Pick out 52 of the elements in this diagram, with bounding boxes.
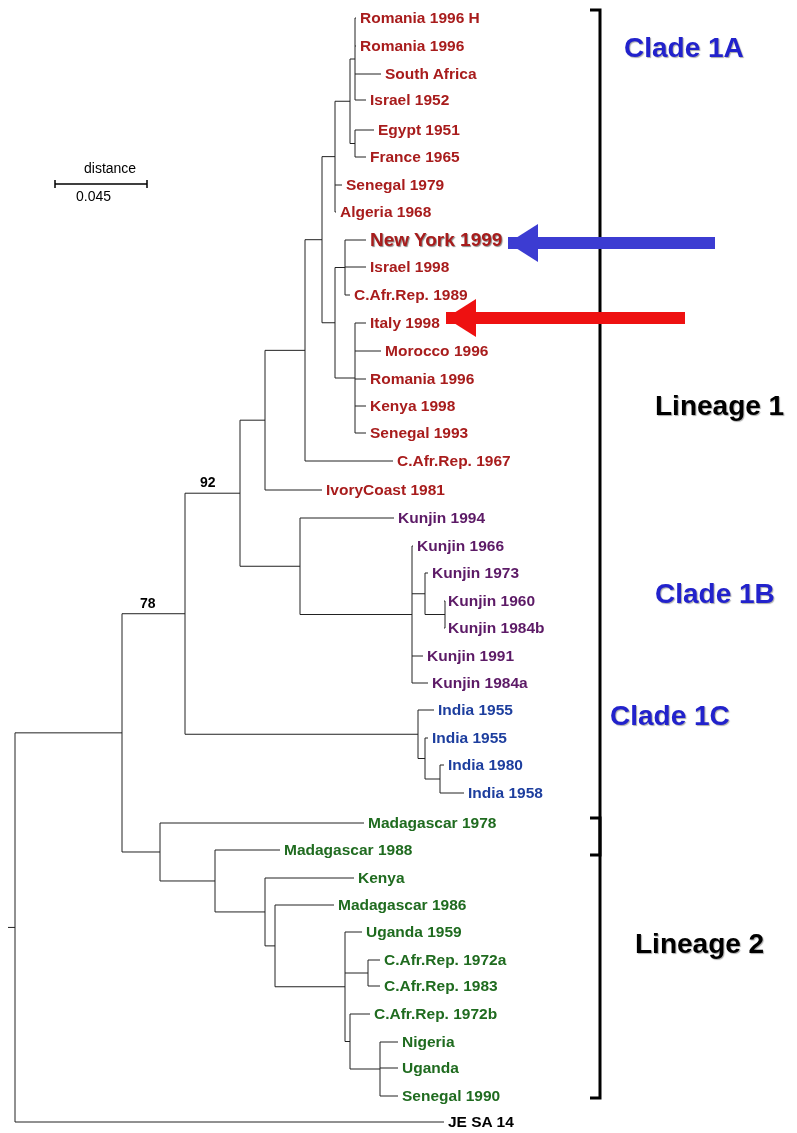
- taxon-label: C.Afr.Rep. 1983: [384, 976, 498, 996]
- taxon-label: Madagascar 1978: [368, 813, 497, 833]
- taxon-label: India 1955: [438, 700, 513, 720]
- taxon-label: France 1965: [370, 147, 460, 167]
- taxon-label: Uganda 1959: [366, 922, 462, 942]
- taxon-label: C.Afr.Rep. 1972a: [384, 950, 507, 970]
- arrow: [446, 299, 685, 337]
- taxon-label: Morocco 1996: [385, 341, 489, 361]
- lineage-label: Lineage 2: [635, 928, 765, 960]
- taxon-label: India 1958: [468, 783, 543, 803]
- clade-label: Clade 1B: [655, 578, 775, 610]
- taxon-label: Uganda: [402, 1058, 459, 1078]
- bootstrap-value: 78: [140, 594, 156, 611]
- taxon-label: C.Afr.Rep. 1967: [397, 451, 511, 471]
- taxon-label: Romania 1996 H: [360, 8, 480, 28]
- taxon-label: India 1980: [448, 755, 523, 775]
- taxon-label: Romania 1996: [360, 36, 465, 56]
- taxon-label: Senegal 1979: [346, 175, 445, 195]
- taxon-label: Kunjin 1973: [432, 563, 519, 583]
- taxon-label: Israel 1998: [370, 257, 450, 277]
- taxon-label: Algeria 1968: [340, 202, 432, 222]
- taxon-label: C.Afr.Rep. 1972b: [374, 1004, 498, 1024]
- scale-bar-label: 0.045: [76, 188, 112, 204]
- arrow: [508, 224, 715, 262]
- taxon-label: Nigeria: [402, 1032, 455, 1052]
- taxon-label: Kunjin 1991: [427, 646, 514, 666]
- taxon-label: Kenya: [358, 868, 405, 888]
- bootstrap-value: 92: [200, 474, 216, 491]
- taxon-label: Italy 1998: [370, 313, 440, 333]
- taxon-label: New York 1999: [370, 230, 503, 250]
- taxon-label: Romania 1996: [370, 369, 475, 389]
- taxon-label: Kunjin 1994: [398, 508, 485, 528]
- taxon-label: Kenya 1998: [370, 396, 456, 416]
- taxon-label: Kunjin 1984b: [448, 618, 545, 638]
- taxon-label: Senegal 1993: [370, 423, 469, 443]
- taxon-label: Kunjin 1966: [417, 536, 504, 556]
- taxon-label: C.Afr.Rep. 1989: [354, 285, 468, 305]
- taxon-label: Israel 1952: [370, 90, 450, 110]
- taxon-label: IvoryCoast 1981: [326, 480, 445, 500]
- taxon-label: Egypt 1951: [378, 120, 460, 140]
- taxon-label: Senegal 1990: [402, 1086, 501, 1106]
- clade-label: Clade 1C: [610, 700, 730, 732]
- taxon-label: Madagascar 1988: [284, 840, 413, 860]
- scale-bar-label: distance: [84, 160, 137, 176]
- taxon-label: Kunjin 1960: [448, 591, 535, 611]
- taxon-label: Kunjin 1984a: [432, 673, 528, 693]
- taxon-label: India 1955: [432, 728, 507, 748]
- taxon-label: South Africa: [385, 64, 477, 84]
- lineage-label: Lineage 1: [655, 390, 785, 422]
- clade-label: Clade 1A: [624, 32, 744, 64]
- taxon-label: Madagascar 1986: [338, 895, 467, 915]
- taxon-label: JE SA 14: [448, 1112, 514, 1132]
